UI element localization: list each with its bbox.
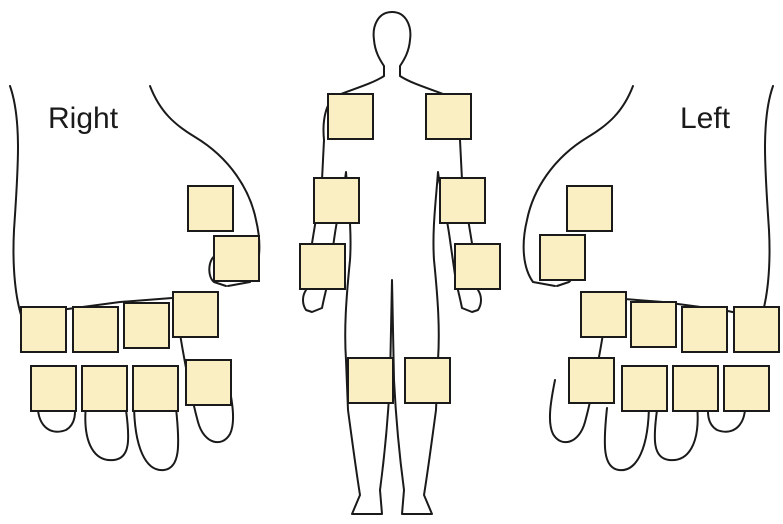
patch-left-wrist[interactable] [455,244,500,289]
patch-left-hand-mcp-3[interactable] [734,307,779,352]
patch-left-shoulder[interactable] [426,94,471,139]
patch-right-hand-pip-1[interactable] [31,366,76,411]
patch-right-hand-pip-3[interactable] [133,366,178,411]
patch-right-knee[interactable] [348,358,393,403]
patch-left-hand-pip-3[interactable] [673,366,718,411]
left-side-label: Left [680,104,730,134]
left-hand-outline [524,86,773,318]
patch-right-hand-pip-2[interactable] [82,366,127,411]
patch-right-shoulder[interactable] [328,94,373,139]
patch-left-elbow[interactable] [440,178,485,223]
patch-right-hand-pip-4[interactable] [186,360,231,405]
patch-left-hand-wrist-upper[interactable] [567,186,612,231]
right-side-label: Right [48,104,118,134]
patch-left-hand-pip-1[interactable] [569,358,614,403]
patch-left-hand-pip-4[interactable] [724,366,769,411]
patch-left-hand-mcp-2[interactable] [682,307,727,352]
patch-right-hand-mcp-2[interactable] [73,307,118,352]
patch-left-hand-pip-2[interactable] [622,366,667,411]
left-finger-2 [655,404,698,460]
patch-right-hand-wrist-lower[interactable] [214,236,259,281]
left-finger-3 [605,402,649,470]
patch-left-hand-mcp-1[interactable] [631,302,676,347]
patch-right-hand-thumb-base[interactable] [173,292,218,337]
patch-left-knee[interactable] [405,358,450,403]
right-finger-2 [85,404,128,460]
patch-right-hand-mcp-3[interactable] [124,303,169,348]
patch-right-hand-wrist-upper[interactable] [188,186,233,231]
patch-left-hand-thumb-base[interactable] [581,292,626,337]
patch-right-wrist[interactable] [300,244,345,289]
patch-right-elbow[interactable] [314,178,359,223]
patch-right-hand-mcp-1[interactable] [21,307,66,352]
right-finger-3 [134,402,178,470]
patch-left-hand-wrist-lower[interactable] [540,235,585,280]
